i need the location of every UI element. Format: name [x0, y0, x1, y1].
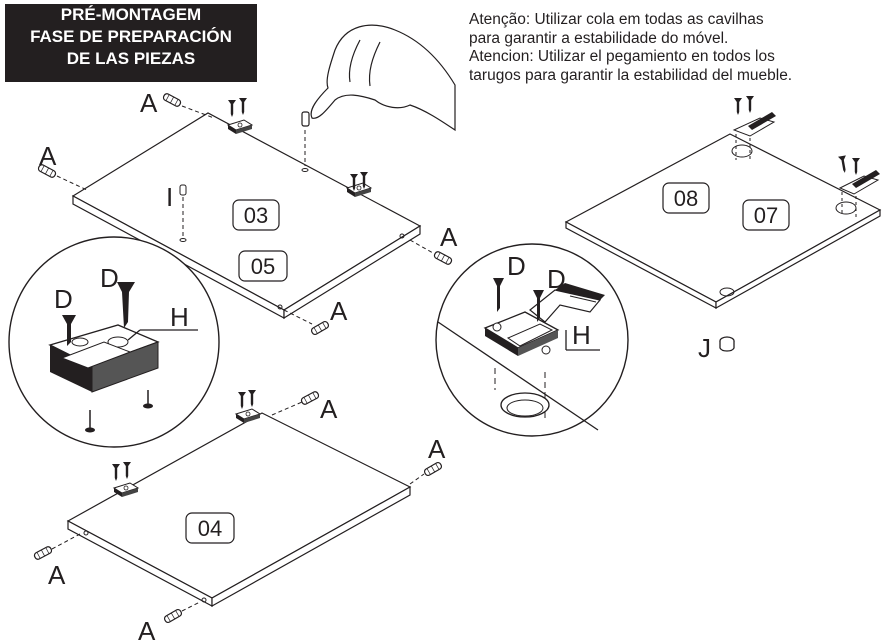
hinge-2 [838, 170, 880, 218]
screw-icon [239, 98, 247, 115]
panel-label-03: 03 [244, 203, 268, 228]
screw-icon [734, 98, 742, 115]
part-label-a: A [320, 394, 338, 424]
hinge-1 [732, 112, 776, 160]
part-label-a: A [440, 222, 458, 252]
part-label-d: D [100, 263, 119, 293]
part-label-i: I [166, 182, 173, 212]
detail-circle-right [435, 243, 629, 437]
screw-icon [228, 100, 236, 117]
part-label-h: H [170, 302, 189, 332]
dowels-panel-04 [32, 390, 444, 625]
panel-label-08: 08 [674, 186, 698, 211]
part-label-d: D [547, 264, 566, 294]
label-box-08 [662, 182, 710, 214]
part-label-h: H [572, 320, 591, 350]
panel-label-05: 05 [251, 254, 275, 279]
hole-marker-icon [179, 184, 187, 196]
screw-icon [746, 96, 754, 113]
part-label-a: A [428, 434, 446, 464]
part-label-a: A [39, 141, 57, 171]
title-line-3: DE LAS PIEZAS [66, 49, 196, 68]
glue-note: Atenção: Utilizar cola em todas as cavil… [469, 11, 792, 85]
title-line-1: PRÉ-MONTAGEM [60, 5, 202, 24]
note-line-4: tarugos para garantir la estabilidad del… [469, 66, 793, 84]
panel-label-04: 04 [198, 516, 222, 541]
part-label-d: D [507, 251, 526, 281]
part-label-j: J [698, 333, 711, 363]
screw-icon [852, 158, 860, 175]
detail-circle-left [8, 236, 220, 448]
note-line-1: Atenção: Utilizar cola em todas as cavil… [469, 11, 764, 28]
label-box-07 [742, 199, 790, 231]
dowels-panel-03 [36, 92, 454, 337]
screw-icon [112, 464, 120, 481]
label-box-05 [238, 250, 288, 282]
panel-08-07 [564, 133, 882, 310]
screw-icon [123, 462, 131, 479]
note-line-3: Atencion: Utilizar el pegamiento en todo… [469, 48, 775, 65]
panel-label-07: 07 [754, 203, 778, 228]
part-label-a: A [330, 296, 348, 326]
part-label-a: A [48, 560, 66, 590]
cap-icon [719, 336, 735, 352]
panel-04 [66, 412, 412, 608]
label-box-03 [232, 199, 280, 231]
label-box-04 [185, 512, 235, 544]
screw-icon [238, 392, 246, 409]
part-label-a: A [140, 88, 158, 118]
part-label-d: D [54, 284, 73, 314]
hand-glue-icon [301, 24, 456, 132]
part-label-a: A [138, 616, 156, 643]
title-box: PRÉ-MONTAGEM FASE DE PREPARACIÓN DE LAS … [5, 4, 257, 82]
title-line-2: FASE DE PREPARACIÓN [30, 27, 232, 46]
note-line-2: para garantir a estabilidade do móvel. [469, 29, 729, 47]
screw-icon [248, 390, 256, 407]
screw-icon [838, 155, 849, 174]
